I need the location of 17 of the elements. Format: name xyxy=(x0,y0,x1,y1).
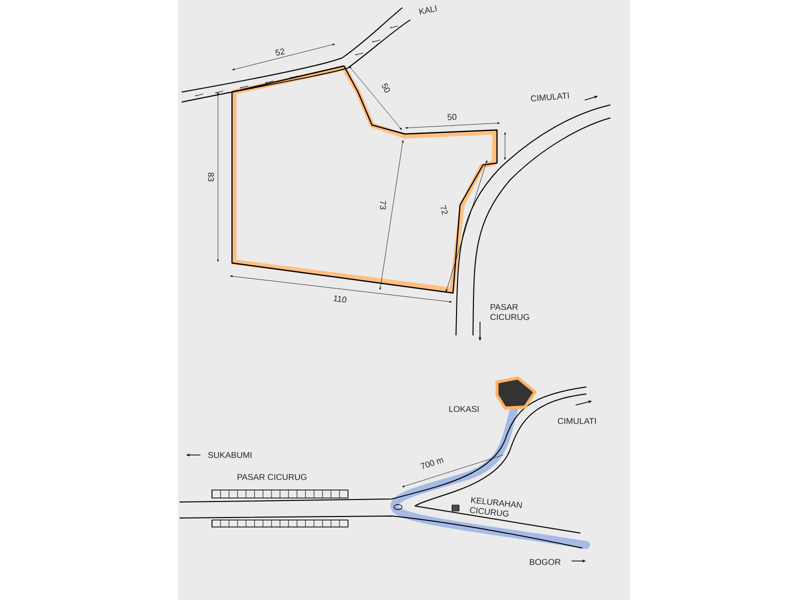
dimension-label: 52 xyxy=(275,48,285,56)
place-label: CIMULATI xyxy=(530,92,569,102)
place-label: LOKASI xyxy=(449,406,479,412)
place-label: PASAR CICURUG xyxy=(490,304,530,320)
place-label: KALI xyxy=(419,5,437,15)
dimension-label: 72 xyxy=(440,205,448,216)
place-label: SUKABUMI xyxy=(208,452,252,458)
dimension-label: 700 m xyxy=(420,458,444,469)
place-label: BOGOR xyxy=(530,559,560,566)
dimension-label: 73 xyxy=(380,200,386,210)
place-label: PASAR CICURUG xyxy=(238,474,306,480)
dimension-label: 110 xyxy=(334,295,346,303)
place-label: CIMULATI xyxy=(558,418,596,424)
dimension-label: 50 xyxy=(382,83,390,92)
place-label: KELURAHAN CICURUG xyxy=(470,497,522,517)
dimension-label: 83 xyxy=(208,172,214,182)
dimension-label: 50 xyxy=(448,114,456,120)
